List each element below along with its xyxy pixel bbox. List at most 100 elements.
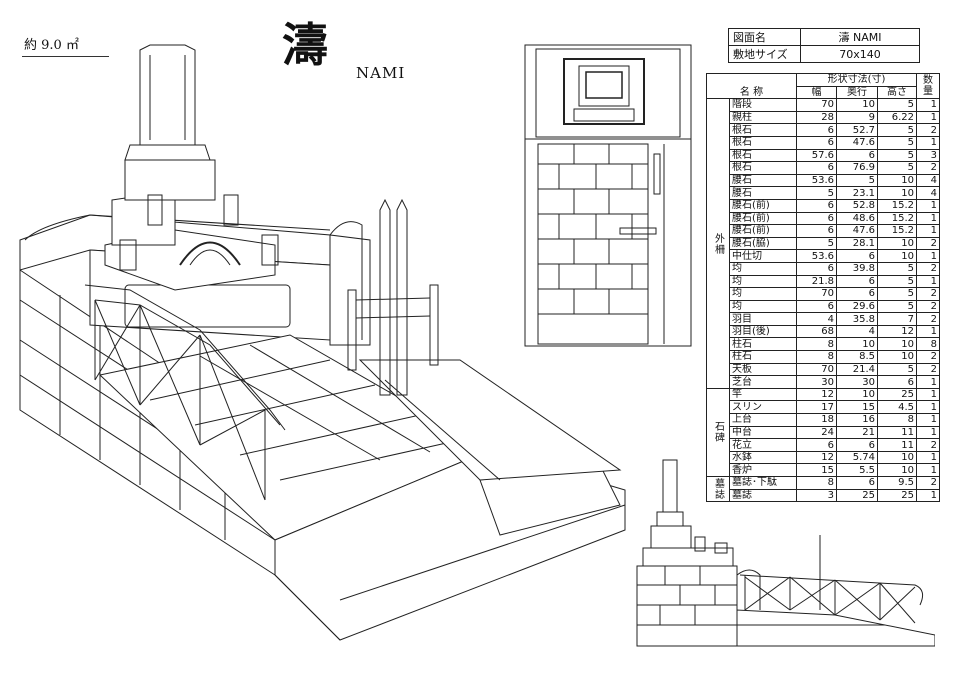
qty-value: 1 — [916, 413, 940, 427]
height-value: 9.5 — [877, 476, 917, 490]
part-name: 親柱 — [729, 110, 797, 125]
qty-value: 1 — [916, 274, 940, 289]
height-value: 5 — [877, 261, 917, 276]
qty-value: 1 — [916, 249, 940, 263]
col-header-name: 名 称 — [706, 72, 797, 100]
height-value: 10 — [877, 249, 917, 263]
info-value: 70x140 — [800, 45, 920, 63]
height-value: 6.22 — [877, 110, 917, 125]
depth-value: 35.8 — [836, 312, 878, 326]
width-value: 30 — [796, 375, 837, 389]
height-value: 6 — [877, 375, 917, 389]
width-value: 6 — [796, 261, 837, 276]
qty-value: 4 — [916, 173, 940, 188]
qty-value: 2 — [916, 438, 940, 452]
depth-value: 76.9 — [836, 161, 878, 175]
part-name: 柱石 — [729, 350, 797, 364]
height-value: 11 — [877, 425, 917, 440]
qty-value: 1 — [916, 110, 940, 125]
width-value: 8 — [796, 350, 837, 364]
depth-value: 52.8 — [836, 198, 878, 213]
width-value: 57.6 — [796, 148, 837, 163]
height-value: 5 — [877, 299, 917, 314]
height-value: 10 — [877, 350, 917, 364]
depth-value: 23.1 — [836, 186, 878, 200]
height-value: 5 — [877, 98, 917, 112]
width-value: 53.6 — [796, 249, 837, 263]
plan-drawing — [524, 44, 692, 347]
depth-value: 39.8 — [836, 261, 878, 276]
width-value: 12 — [796, 450, 837, 465]
height-value: 7 — [877, 312, 917, 326]
depth-value: 4 — [836, 324, 878, 339]
width-value: 15 — [796, 463, 837, 477]
part-name: 均 — [729, 287, 797, 301]
width-value: 8 — [796, 337, 837, 352]
width-value: 28 — [796, 110, 837, 125]
depth-value: 21.4 — [836, 362, 878, 377]
design-title: 濤 — [282, 18, 328, 72]
part-name: 腰石(前) — [729, 198, 797, 213]
width-value: 6 — [796, 198, 837, 213]
qty-value: 1 — [916, 387, 940, 402]
part-name: 上台 — [729, 413, 797, 427]
depth-value: 10 — [836, 98, 878, 112]
qty-value: 3 — [916, 148, 940, 163]
height-value: 10 — [877, 337, 917, 352]
part-name: 墓誌･下駄 — [729, 476, 797, 490]
width-value: 5 — [796, 236, 837, 251]
qty-value: 2 — [916, 362, 940, 377]
width-value: 6 — [796, 224, 837, 238]
part-name: 柱石 — [729, 337, 797, 352]
height-value: 4.5 — [877, 400, 917, 415]
col-header-depth: 奥行 — [836, 85, 878, 100]
part-name: 羽目 — [729, 312, 797, 326]
height-value: 5 — [877, 161, 917, 175]
dims-header: 形状寸法(寸) — [796, 73, 917, 87]
part-name: 根石 — [729, 123, 797, 137]
qty-value: 1 — [916, 400, 940, 415]
height-value: 5 — [877, 287, 917, 301]
depth-value: 5 — [836, 173, 878, 188]
qty-value: 8 — [916, 337, 940, 352]
width-value: 6 — [796, 211, 837, 226]
part-name: 腰石(前) — [729, 224, 797, 238]
height-value: 5 — [877, 274, 917, 289]
col-header-height: 高さ — [877, 85, 917, 100]
part-name: 墓誌 — [729, 488, 797, 503]
width-value: 17 — [796, 400, 837, 415]
col-header-width: 幅 — [796, 85, 837, 100]
col-header-qty: 数量 — [916, 72, 940, 100]
part-name: スリン — [729, 400, 797, 415]
qty-value: 4 — [916, 186, 940, 200]
group-label: 墓誌 — [706, 475, 730, 503]
height-value: 10 — [877, 173, 917, 188]
height-value: 15.2 — [877, 224, 917, 238]
qty-value: 2 — [916, 123, 940, 137]
depth-value: 52.7 — [836, 123, 878, 137]
depth-value: 29.6 — [836, 299, 878, 314]
qty-value: 1 — [916, 463, 940, 477]
depth-value: 8.5 — [836, 350, 878, 364]
qty-value: 1 — [916, 375, 940, 389]
height-value: 5 — [877, 123, 917, 137]
group-label: 石碑 — [706, 387, 730, 478]
qty-value: 2 — [916, 350, 940, 364]
depth-value: 30 — [836, 375, 878, 389]
